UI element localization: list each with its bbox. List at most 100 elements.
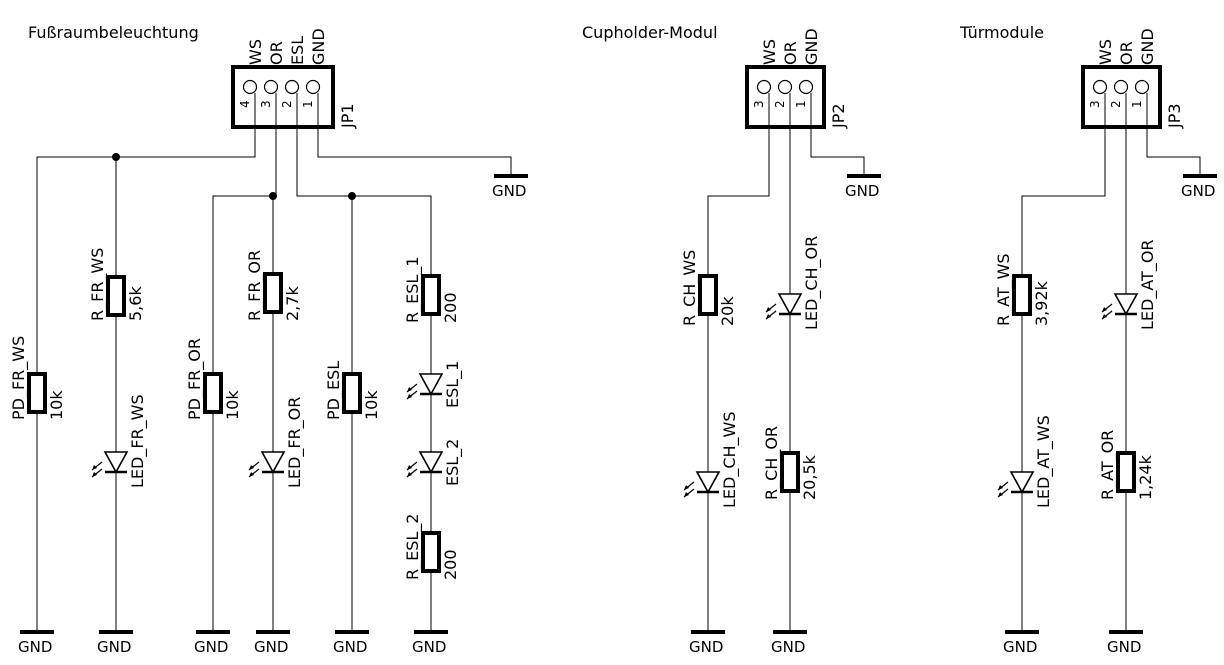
- resistor-value: 200: [441, 292, 460, 323]
- section-title-cupholder: Cupholder-Modul: [582, 23, 718, 42]
- pin-number: 3: [259, 100, 273, 108]
- ground-label: GND: [771, 638, 805, 656]
- led-name: LED_FR_OR: [285, 397, 305, 488]
- pin-number: 2: [280, 100, 294, 108]
- led-name: ESL_1: [443, 361, 463, 408]
- resistor-name: R_FR_OR: [245, 250, 265, 321]
- ground-symbol: GND: [1181, 174, 1217, 200]
- led-fr-or: LED_FR_OR: [247, 397, 305, 488]
- resistor-body: [780, 451, 800, 493]
- pin-label: GND: [309, 28, 328, 65]
- resistor-body: [421, 531, 441, 573]
- ground-symbol: GND: [333, 630, 369, 656]
- ground-symbol: GND: [689, 630, 725, 656]
- jp2-wiring: [707, 127, 865, 632]
- ground-symbol: GND: [412, 630, 448, 656]
- resistor-name: R_AT_WS: [994, 253, 1014, 326]
- ground-label: GND: [689, 638, 723, 656]
- ground-symbols: GND GND GND GND GND GND GND GND: [18, 174, 1217, 656]
- resistor-value: 200: [441, 549, 460, 580]
- ground-label: GND: [1107, 638, 1141, 656]
- ground-label: GND: [333, 638, 367, 656]
- ground-label: GND: [18, 638, 52, 656]
- pin-label: WS: [1096, 39, 1115, 65]
- resistor-value: 10k: [223, 390, 242, 420]
- pin-number: 1: [301, 100, 315, 108]
- resistor-body: [27, 372, 47, 414]
- resistor-body: [1012, 274, 1032, 316]
- ground-symbol: GND: [845, 174, 881, 200]
- ground-symbol: GND: [254, 630, 290, 656]
- resistor-value: 20k: [718, 296, 737, 326]
- connector-name: JP1: [338, 103, 357, 129]
- pin-label: WS: [760, 39, 779, 65]
- connector-jp3: 3 2 1 WS OR GND JP3: [1081, 28, 1184, 129]
- resistor-body: [263, 272, 283, 314]
- led-at-or: LED_AT_OR: [1100, 239, 1158, 330]
- junction-dot: [269, 192, 277, 200]
- led-name: LED_CH_WS: [720, 411, 740, 508]
- led-ch-or: LED_CH_OR: [764, 236, 822, 330]
- pin-label: GND: [1138, 28, 1157, 65]
- pin-label: OR: [781, 41, 800, 65]
- pin-label: GND: [802, 28, 821, 65]
- resistor-name: PD_FR_OR: [185, 338, 205, 420]
- connector-body: [745, 65, 826, 129]
- connector-name: JP3: [1165, 103, 1184, 129]
- resistor-name: PD_FR_WS: [9, 336, 29, 420]
- resistor-body: [342, 372, 362, 414]
- jp3-wiring: [1021, 127, 1201, 632]
- led-esl-1: ESL_1: [405, 361, 463, 408]
- resistor-name: PD_ESL: [324, 361, 344, 420]
- resistor-value: 20,5k: [800, 454, 819, 500]
- pin-circle: [1113, 79, 1129, 95]
- resistor-r-esl-1: R_ESL_1 200: [403, 257, 460, 323]
- pin-number: 1: [1130, 100, 1144, 108]
- pin-circle: [305, 79, 321, 95]
- resistor-r-fr-ws: R_FR_WS 5,6k: [88, 248, 145, 321]
- pin-label: OR: [267, 41, 286, 65]
- pin-number: 3: [752, 100, 766, 108]
- ground-label: GND: [1003, 638, 1037, 656]
- connector-name: JP2: [829, 103, 848, 129]
- resistor-name: R_ESL_2: [403, 514, 423, 580]
- pin-circle: [756, 79, 772, 95]
- led-name: LED_FR_WS: [128, 394, 148, 488]
- resistor-name: R_FR_WS: [88, 248, 108, 321]
- junction-dot: [348, 192, 356, 200]
- ground-label: GND: [845, 182, 879, 200]
- resistor-value: 1,24k: [1136, 454, 1155, 500]
- resistor-value: 2,7k: [283, 286, 302, 321]
- resistor-name: R_CH_OR: [762, 426, 782, 500]
- ground-symbol: GND: [1003, 630, 1039, 656]
- resistor-value: 3,92k: [1032, 280, 1051, 326]
- ground-symbol: GND: [771, 630, 807, 656]
- resistor-r-ch-ws: R_CH_WS 20k: [680, 250, 737, 326]
- pin-circle: [242, 79, 258, 95]
- pin-circle: [1134, 79, 1150, 95]
- resistor-r-esl-2: R_ESL_2 200: [403, 514, 460, 580]
- pin-number: 2: [773, 100, 787, 108]
- resistor-body: [203, 372, 223, 414]
- resistor-body: [421, 274, 441, 316]
- junction-dot: [112, 153, 120, 161]
- section-title-fussraum: Fußraumbeleuchtung: [28, 23, 199, 42]
- resistor-name: R_AT_OR: [1098, 430, 1118, 500]
- led-at-ws: LED_AT_WS: [996, 415, 1054, 508]
- ground-symbol: GND: [492, 174, 528, 200]
- resistor-body: [1116, 451, 1136, 493]
- led-name: LED_CH_OR: [802, 236, 822, 330]
- pin-label: OR: [1117, 41, 1136, 65]
- ground-symbol: GND: [18, 630, 54, 656]
- pin-label: WS: [246, 39, 265, 65]
- resistor-pd-fr-ws: PD_FR_WS 10k: [9, 336, 66, 420]
- led-name: ESL_2: [443, 439, 463, 486]
- led-name: LED_AT_WS: [1034, 415, 1054, 508]
- pin-number: 4: [238, 100, 252, 108]
- resistor-pd-esl: PD_ESL 10k: [324, 361, 381, 420]
- resistor-r-at-or: R_AT_OR 1,24k: [1098, 430, 1155, 500]
- led-ch-ws: LED_CH_WS: [682, 411, 740, 508]
- pin-circle: [777, 79, 793, 95]
- ground-label: GND: [1181, 182, 1215, 200]
